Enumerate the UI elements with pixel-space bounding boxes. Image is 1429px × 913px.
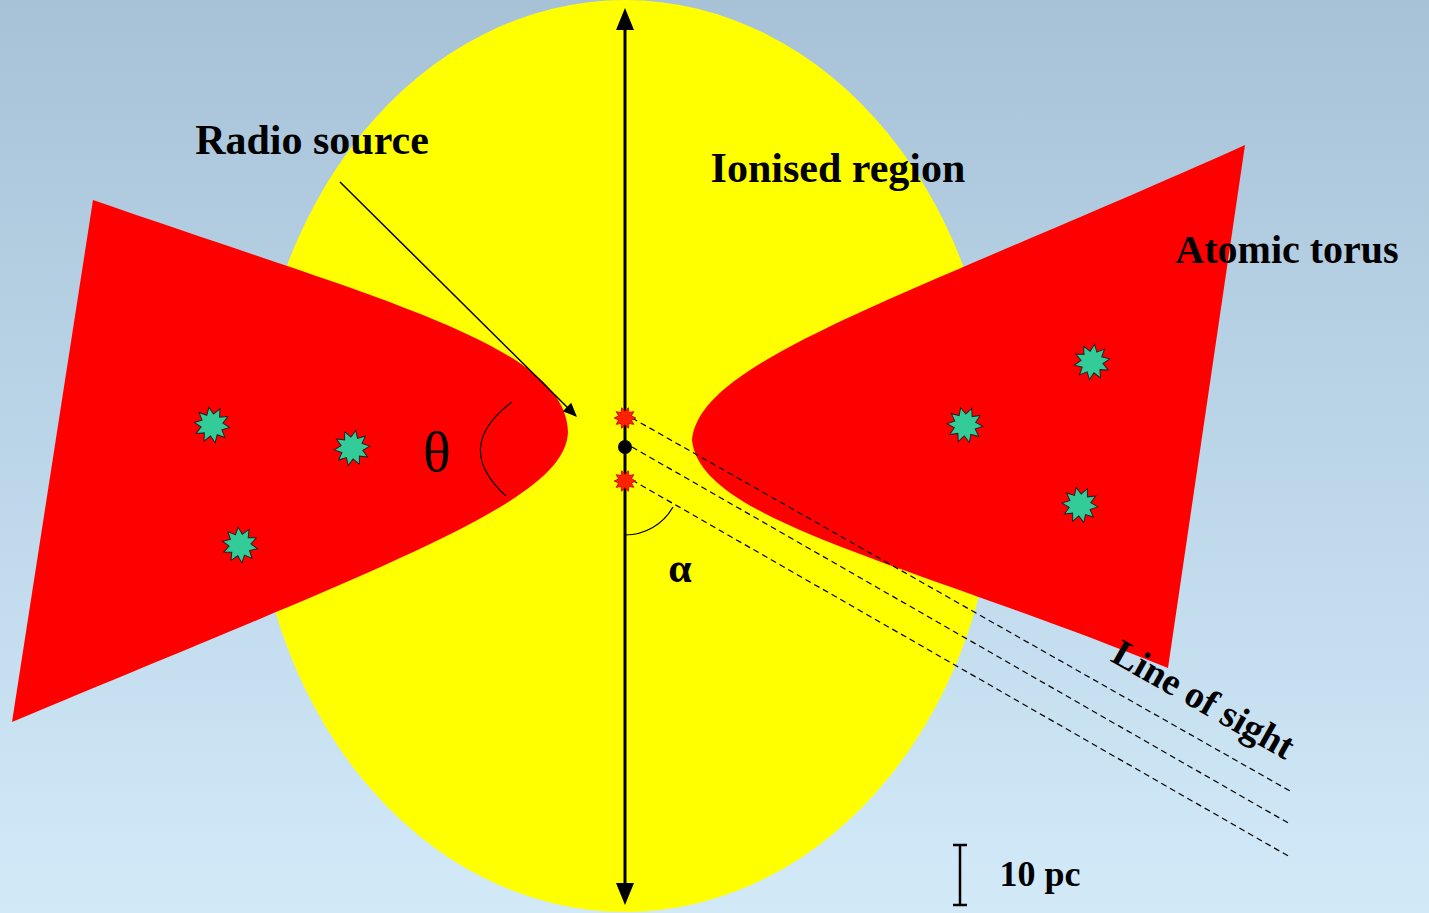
- cloud-star: [219, 525, 261, 566]
- scale-bar-cap: [953, 904, 967, 907]
- theta-arc: [480, 402, 512, 496]
- angle-symbol: θ: [423, 420, 451, 484]
- part-label: Radio source: [195, 117, 429, 163]
- leader-arrowhead: [563, 403, 577, 417]
- radio-components: [614, 408, 636, 492]
- angle-symbol: α: [668, 545, 691, 591]
- cloud-star: [946, 407, 984, 444]
- scale-label: 10 pc: [1000, 855, 1081, 895]
- alpha-arc: [625, 507, 673, 535]
- cloud-star: [332, 429, 371, 467]
- region-label: Ionised region: [711, 145, 966, 191]
- torus-right: [692, 145, 1245, 668]
- cloud-star: [1071, 342, 1112, 382]
- nucleus-dot: [618, 440, 632, 454]
- sight-line: [632, 447, 1290, 824]
- axis-line: [624, 24, 627, 890]
- cloud-star: [1060, 486, 1099, 524]
- radio-component: [614, 408, 636, 429]
- torus-left: [12, 200, 568, 722]
- axis-arrowhead: [616, 8, 634, 30]
- sight-lines: [632, 418, 1290, 857]
- cloud-star: [192, 406, 232, 445]
- sight-line: [632, 418, 1290, 791]
- part-label: Atomic torus: [1175, 228, 1398, 272]
- cloud-stars: [192, 342, 1113, 565]
- leader-line: [340, 182, 568, 408]
- scale-bar-line: [959, 845, 962, 905]
- axis-arrowhead: [616, 883, 634, 905]
- scale-bar: [953, 845, 967, 905]
- radio-component: [614, 471, 636, 492]
- axis: [616, 8, 634, 905]
- radio-leader: [340, 182, 577, 417]
- scale-bar-cap: [953, 844, 967, 847]
- axis-label: Line of sight: [1104, 632, 1301, 768]
